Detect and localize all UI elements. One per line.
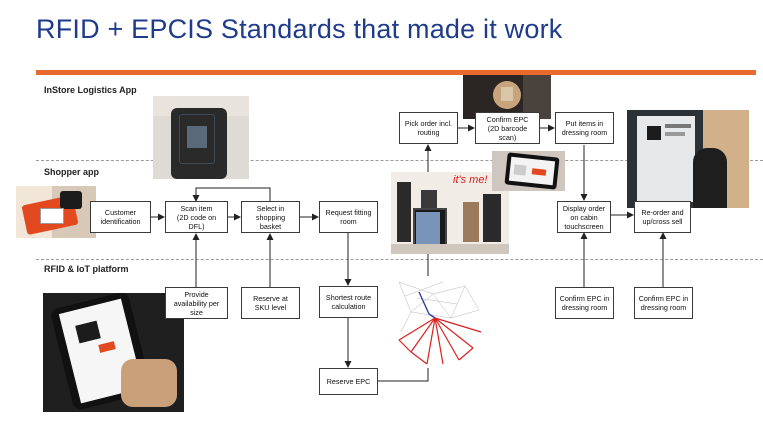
put-items-dressing-room-box: Put items in dressing room [555,112,614,144]
arrow-select-back-to-scan [192,187,271,202]
customer-identification-box: Customer identification [90,201,151,233]
rfid-reader-photo [16,186,96,238]
lane-divider-2 [36,259,763,260]
scan-item-box: Scan item (2D code on DFL) [165,201,228,233]
display-order-cabin-box: Display order on cabin touchscreen [557,201,611,233]
lane-label-instore: InStore Logistics App [44,85,137,95]
tablet-order-display-photo [492,151,565,191]
select-shopping-basket-box: Select in shopping basket [241,201,300,233]
shortest-route-calculation-box: Shortest route calculation [319,286,378,318]
confirm-epc-dressing-room-box-1: Confirm EPC in dressing room [555,287,614,319]
store-route-map-graph [393,276,483,368]
pick-order-box: Pick order incl. routing [399,112,458,144]
phone-scan-photo [153,96,249,179]
dressing-room-touchscreen-photo [627,110,749,208]
lane-label-shopper: Shopper app [44,167,100,177]
slide-title: RFID + EPCIS Standards that made it work [36,14,563,44]
provide-availability-box: Provide availability per size [165,287,228,319]
title-accent-rule [36,70,756,75]
lane-divider-1 [36,160,763,161]
reorder-upsell-box: Re-order and up/cross sell [634,201,691,233]
shopper-phone-app-photo [43,293,184,412]
warehouse-scanner-photo [463,75,551,119]
reserve-sku-level-box: Reserve at SKU level [241,287,300,319]
confirm-epc-scan-box: Confirm EPC (2D barcode scan) [475,112,540,144]
request-fitting-room-box: Request fitting room [319,201,378,233]
confirm-epc-dressing-room-box-2: Confirm EPC in dressing room [634,287,693,319]
lane-label-platform: RFID & IoT platform [44,264,129,274]
reserve-epc-box: Reserve EPC [319,368,378,395]
store-smart-mirror-photo: it's me! [391,172,509,254]
